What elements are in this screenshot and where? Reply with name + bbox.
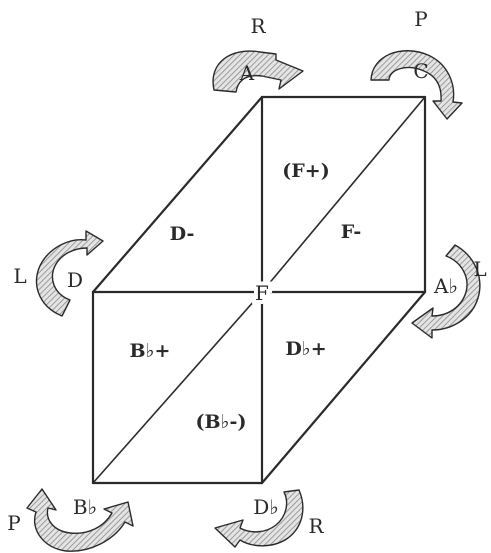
- center-node-label: F: [255, 281, 269, 305]
- curved-arrow-icon: [212, 50, 304, 93]
- curved-arrow-icon: [411, 244, 481, 339]
- front-face-diagonal: [92, 291, 263, 484]
- curved-arrow-icon: [35, 230, 104, 317]
- bottom-right-edge: [260, 290, 427, 485]
- node-labels: A C D A♭ B♭ D♭ F: [67, 59, 458, 519]
- curved-arrow-icon: [26, 488, 134, 552]
- region-label: F-: [341, 221, 362, 243]
- operation-arrows: [26, 50, 481, 552]
- cube-edges: [91, 95, 427, 485]
- operation-label: R: [250, 14, 266, 38]
- node-label: B♭: [73, 495, 97, 519]
- curved-arrow-icon: [214, 489, 304, 548]
- operation-labels: R P L L P R: [7, 7, 486, 538]
- region-label: (B♭-): [196, 411, 247, 433]
- operation-label: P: [7, 511, 20, 535]
- node-label: D: [67, 268, 83, 292]
- top-face-left-edge: [91, 95, 264, 294]
- operation-label: L: [13, 264, 26, 288]
- operation-label: R: [308, 514, 324, 538]
- node-label: A: [239, 61, 255, 85]
- node-label: A♭: [433, 274, 458, 298]
- region-label: D-: [170, 223, 195, 245]
- region-label: D♭+: [285, 338, 326, 360]
- operation-label: P: [414, 7, 427, 31]
- top-face-diagonal: [261, 96, 426, 293]
- operation-label: L: [473, 257, 486, 281]
- region-label: (F+): [282, 160, 329, 182]
- node-label: C: [413, 59, 428, 83]
- region-labels: D- (F+) F- B♭+ D♭+ (B♭-): [130, 160, 362, 433]
- node-label: D♭: [253, 495, 278, 519]
- region-label: B♭+: [130, 340, 171, 362]
- curved-arrow-icon: [370, 50, 463, 120]
